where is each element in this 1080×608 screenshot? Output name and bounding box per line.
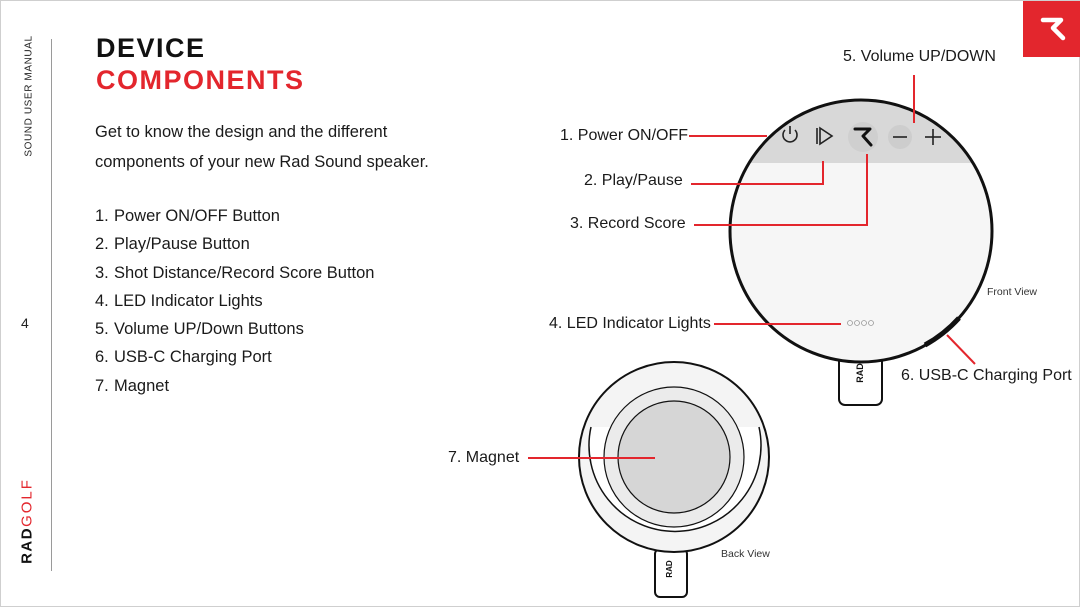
sidebar-divider	[51, 39, 52, 571]
list-item: 7.Magnet	[95, 376, 170, 395]
plus-icon	[925, 129, 941, 145]
led-indicator-lights	[847, 320, 874, 326]
list-item: 3.Shot Distance/Record Score Button	[95, 263, 375, 282]
callout-volume: 5. Volume UP/DOWN	[843, 48, 996, 65]
list-item: 1.Power ON/OFF Button	[95, 207, 280, 225]
usb-port-edge	[923, 316, 961, 348]
list-item: 5.Volume UP/Down Buttons	[95, 320, 304, 339]
list-item: 4.LED Indicator Lights	[95, 291, 263, 310]
list-item: 2.Play/Pause Button	[95, 235, 250, 254]
page-title-line1: DEVICE	[96, 33, 206, 63]
callout-power: 1. Power ON/OFF	[560, 127, 689, 144]
power-icon	[782, 126, 798, 143]
callout-magnet: 7. Magnet	[448, 449, 520, 466]
list-item: 6.USB-C Charging Port	[95, 348, 272, 367]
callout-play-pause: 2. Play/Pause	[584, 172, 683, 189]
record-score-icon	[853, 127, 873, 147]
page-title-line2: COMPONENTS	[96, 65, 305, 95]
back-view-label: Back View	[721, 548, 770, 560]
callout-lines	[528, 75, 976, 459]
component-list: 1.Power ON/OFF Button 2.Play/Pause Butto…	[95, 202, 374, 400]
port-rad-text: RAD	[855, 363, 865, 383]
rad-r-icon	[1040, 17, 1066, 41]
callout-record-score: 3. Record Score	[570, 215, 686, 232]
back-port-rad-text: RAD	[665, 560, 674, 578]
callout-usb: 6. USB-C Charging Port	[901, 367, 1072, 384]
play-pause-icon	[816, 126, 834, 146]
front-speaker-body	[730, 100, 992, 362]
callout-led: 4. LED Indicator Lights	[549, 315, 711, 332]
page-number: 4	[21, 315, 29, 331]
front-view-label: Front View	[987, 286, 1037, 298]
intro-paragraph: Get to know the design and the different…	[95, 123, 429, 171]
brand-corner-badge	[1023, 1, 1080, 57]
